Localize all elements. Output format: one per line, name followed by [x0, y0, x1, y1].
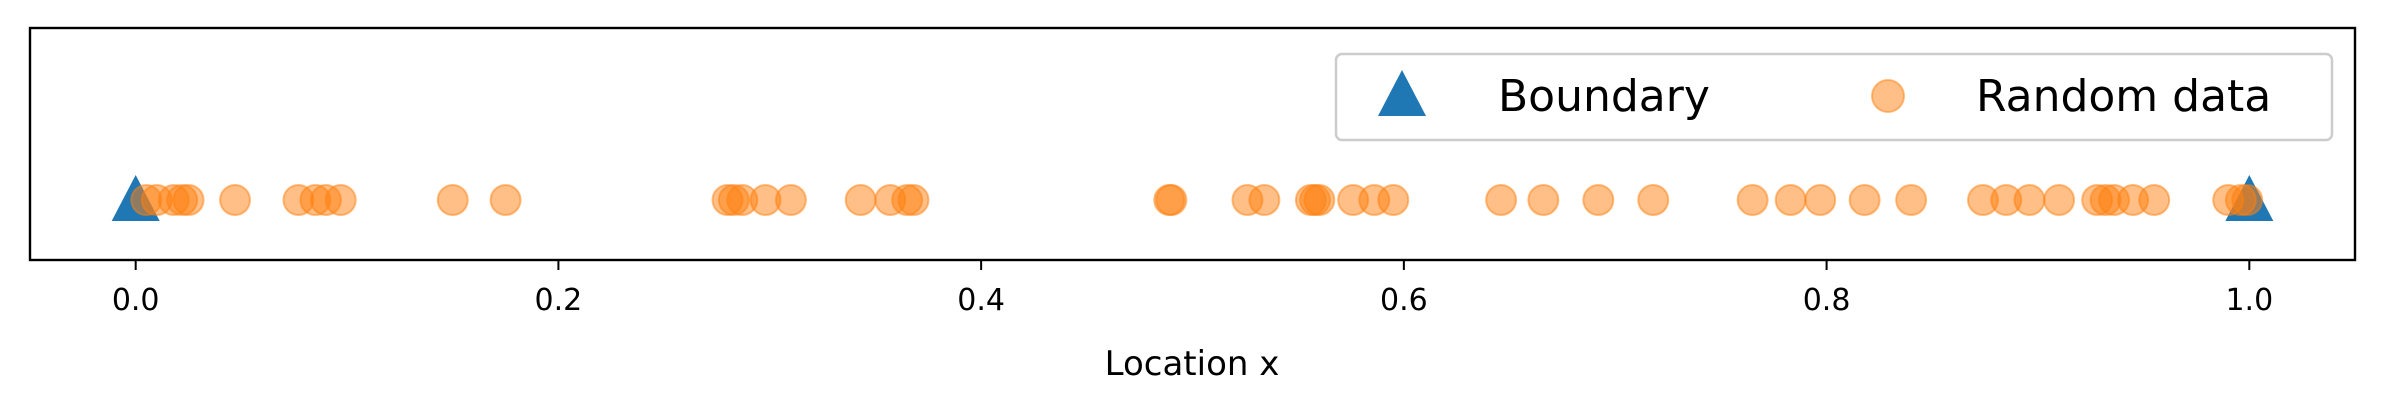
legend-random-data-label: Random data [1976, 71, 2271, 122]
random-data-point [2043, 184, 2076, 216]
random-data-point [1527, 184, 1560, 216]
legend-random-data-marker [1871, 79, 1905, 113]
random-data-point [219, 184, 252, 216]
x-axis-label: Location x [1105, 344, 1280, 384]
random-data-point [1637, 184, 1670, 216]
random-data-point [1377, 184, 1410, 216]
random-data-point [489, 184, 522, 216]
x-tick-label: 0.0 [112, 283, 160, 318]
random-data-point [897, 184, 930, 216]
legend-box [1334, 52, 2334, 142]
x-tick-label: 0.6 [1380, 283, 1428, 318]
plot-area-frame [28, 26, 2357, 262]
random-data-point [1485, 184, 1518, 216]
random-data-point [436, 184, 469, 216]
random-data-point [172, 184, 205, 216]
random-data-point [2013, 184, 2046, 216]
random-data-point [1804, 184, 1837, 216]
random-data-point [1155, 184, 1188, 216]
random-data-point [1895, 184, 1928, 216]
random-data-point [324, 184, 357, 216]
x-tick-label: 0.4 [957, 283, 1005, 318]
x-tick-label: 0.8 [1803, 283, 1851, 318]
random-data-point [2138, 184, 2171, 216]
legend-boundary-marker [1378, 70, 1426, 116]
random-data-point [1303, 184, 1336, 216]
random-data-point [1774, 184, 1807, 216]
random-data-point [1582, 184, 1615, 216]
x-axis: 0.0 0.2 0.4 0.6 0.8 1.0 [112, 260, 2273, 318]
chart-marks [111, 175, 2274, 221]
random-data-point [1848, 184, 1881, 216]
random-data-point [1736, 184, 1769, 216]
random-data-point [844, 184, 877, 216]
random-data-point [774, 184, 807, 216]
legend-boundary-label: Boundary [1498, 71, 1710, 122]
x-tick-label: 0.2 [535, 283, 583, 318]
random-data-point [2231, 184, 2264, 216]
x-tick-label: 1.0 [2225, 283, 2273, 318]
legend: Boundary Random data [1334, 52, 2334, 142]
random-data-point [1248, 184, 1281, 216]
